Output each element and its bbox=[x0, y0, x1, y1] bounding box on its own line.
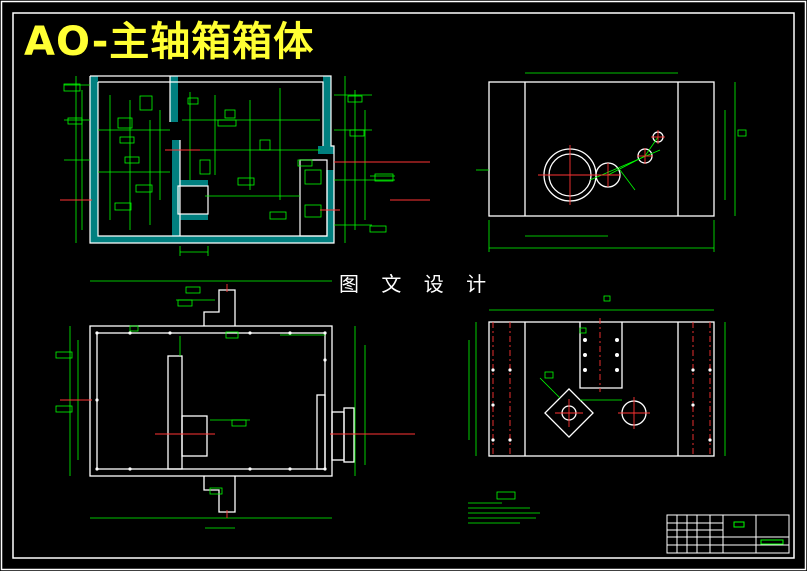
technical-notes-block bbox=[468, 502, 540, 524]
inner-sheet-border bbox=[12, 12, 795, 559]
plan-view-top-right bbox=[476, 72, 747, 252]
sectional-view-top-left bbox=[60, 75, 430, 256]
side-view-bottom-right bbox=[468, 295, 726, 500]
drawing-title: AO-主轴箱箱体 bbox=[24, 19, 315, 65]
watermark-text: 图 文 设 计 bbox=[339, 272, 495, 296]
front-view-bottom-left bbox=[55, 280, 415, 529]
title-block bbox=[666, 514, 790, 554]
